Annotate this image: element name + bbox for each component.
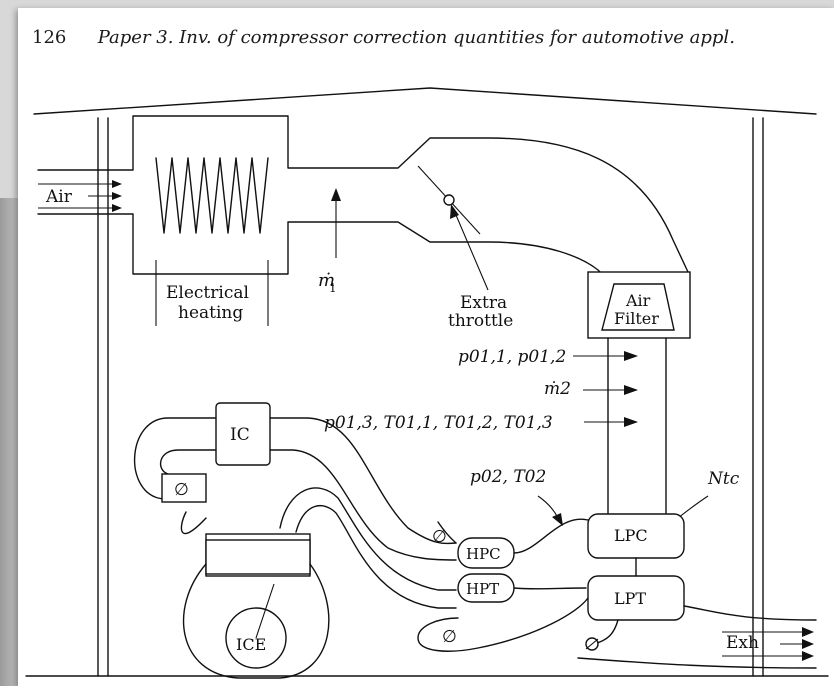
- hpc-to-lpc-pipe: [513, 518, 591, 554]
- ic-inner-loop: [159, 449, 217, 477]
- hpt-exhaust-loop: [417, 597, 589, 652]
- air-filter-element: [601, 283, 675, 331]
- m1-label: ṁ: [318, 270, 335, 291]
- page-edge-shadow: [0, 198, 20, 686]
- ic-label: IC: [230, 425, 250, 445]
- hpc-label: HPC: [466, 545, 501, 563]
- meas4-arrow: [537, 495, 559, 519]
- throttle-pivot: [443, 194, 455, 206]
- heating-label-1: Electrical: [166, 283, 249, 303]
- throttle-label-2: throttle: [448, 311, 513, 331]
- meas4-label: p02, T02: [470, 467, 546, 487]
- hpt-to-lpt-pipe: [513, 587, 587, 590]
- throttle-label-1: Extra: [460, 293, 507, 313]
- heating-coil: [155, 157, 269, 234]
- hpc-bypass-valve: ∅: [432, 527, 447, 547]
- meas2-label: ṁ2: [544, 379, 571, 399]
- hpc-bypass-pipe: [437, 521, 457, 544]
- ice-label: ICE: [236, 635, 266, 654]
- m1-label-sub: 1: [329, 281, 337, 295]
- meas1-label: p01,1, p01,2: [458, 347, 566, 367]
- exhaust-pipe-upper: [683, 605, 817, 621]
- building-roof: [33, 87, 817, 115]
- engine-cylinder-head: [205, 539, 311, 575]
- test-rig-schematic: ∅ ∅ ∅: [25, 87, 829, 679]
- running-title: Paper 3. Inv. of compressor correction q…: [97, 27, 735, 48]
- ic-valve-symbol: ∅: [174, 480, 189, 500]
- document-page: 126 Paper 3. Inv. of compressor correcti…: [18, 8, 834, 686]
- intake-duct-lower: [37, 213, 603, 275]
- ntc-label: Ntc: [707, 469, 740, 489]
- exhaust-pipe-lower: [577, 657, 817, 669]
- ic-outer-loop: [133, 417, 217, 501]
- m1-arrowhead: [331, 188, 341, 201]
- meas3-label: p01,3, T01,1, T01,2, T01,3: [324, 413, 553, 433]
- filter-label-1: Air: [625, 291, 651, 310]
- page-number: 126: [32, 27, 67, 48]
- exhaust-outlet-arrows: [722, 627, 814, 661]
- hpt-label: HPT: [466, 580, 499, 598]
- running-header: 126 Paper 3. Inv. of compressor correcti…: [32, 26, 735, 50]
- air-inlet-arrows: [38, 180, 122, 212]
- hpt-bypass-valve: ∅: [442, 627, 457, 647]
- engine-exhaust-lower: [295, 505, 457, 609]
- filter-label-2: Filter: [614, 309, 659, 328]
- intercooler-box: [215, 402, 271, 466]
- ic-valve-box: [161, 473, 207, 503]
- heating-label-2: heating: [178, 303, 243, 323]
- engine-exhaust-upper: [279, 487, 457, 591]
- intake-duct-upper: [37, 115, 689, 273]
- air-label: Air: [45, 187, 73, 207]
- throttle-label-arrow: [452, 207, 489, 291]
- exh-label: Exh: [726, 633, 759, 653]
- engine-intake-pipe: [180, 511, 207, 535]
- ic-to-hpc-lower: [269, 449, 457, 561]
- engine-crankcase: [183, 563, 330, 679]
- engine-crank-arm: [255, 583, 275, 639]
- ic-to-hpc-upper: [269, 417, 457, 545]
- lpc-label: LPC: [614, 526, 648, 545]
- throttle-arrowhead: [450, 204, 459, 219]
- lpt-label: LPT: [614, 589, 646, 608]
